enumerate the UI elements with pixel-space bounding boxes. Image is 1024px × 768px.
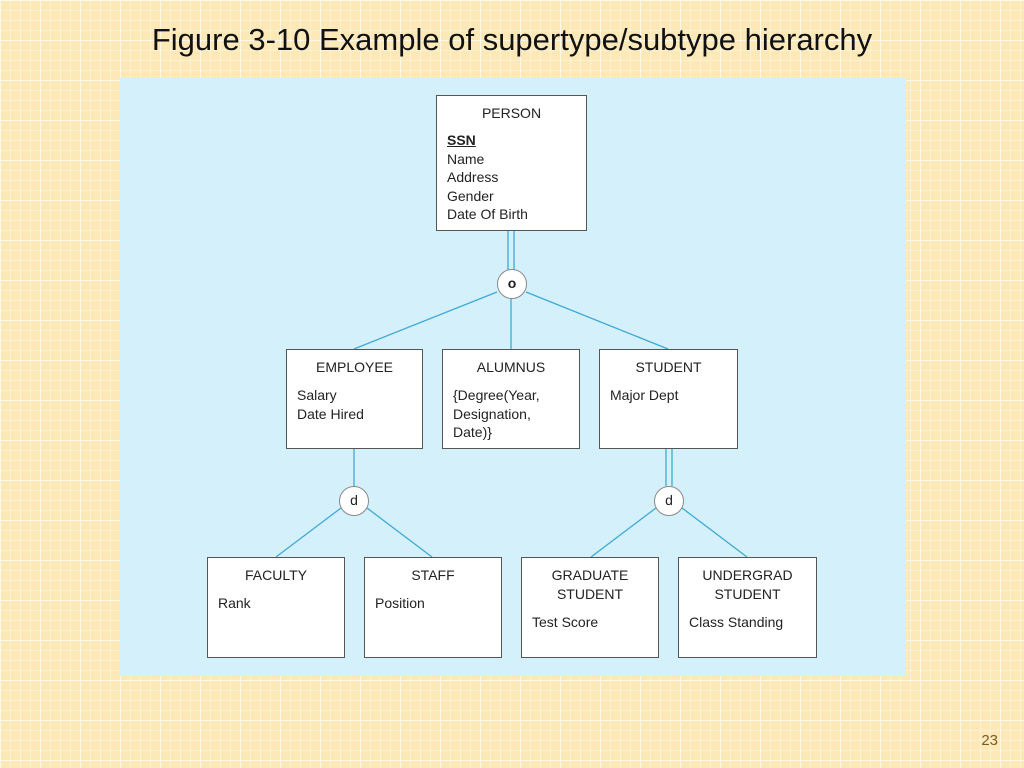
entity-student: STUDENT Major Dept bbox=[599, 349, 738, 449]
attribute-salary: Salary bbox=[297, 387, 337, 403]
attribute-class-standing: Class Standing bbox=[689, 614, 784, 630]
overlap-to-student-line bbox=[525, 291, 669, 350]
attribute-major-dept: Major Dept bbox=[610, 387, 679, 403]
attribute-gender: Gender bbox=[447, 187, 494, 204]
student-d-to-undergrad-line bbox=[681, 507, 748, 558]
page-number: 23 bbox=[981, 732, 998, 749]
overlap-to-employee-line bbox=[353, 291, 498, 350]
attribute-rank: Rank bbox=[218, 595, 251, 611]
entity-faculty: FACULTY Rank bbox=[207, 557, 345, 658]
attribute-address: Address bbox=[447, 169, 499, 185]
entity-name: PERSON bbox=[481, 105, 542, 121]
disjoint-symbol-student: d bbox=[654, 486, 684, 516]
entity-employee: EMPLOYEE Salary Date Hired bbox=[286, 349, 423, 449]
attribute-ssn: SSN bbox=[447, 132, 476, 148]
student-d-to-grad-line bbox=[590, 507, 657, 558]
attribute-date: Date)} bbox=[453, 424, 492, 440]
entity-name-line-1: GRADUATE bbox=[551, 567, 629, 583]
entity-name-line-2: STUDENT bbox=[714, 586, 781, 602]
entity-staff: STAFF Position bbox=[364, 557, 502, 658]
entity-name-line-2: STUDENT bbox=[556, 586, 624, 602]
slide-title: Figure 3-10 Example of supertype/subtype… bbox=[151, 22, 873, 57]
entity-alumnus: ALUMNUS {Degree(Year, Designation, Date)… bbox=[442, 349, 580, 449]
entity-undergrad-student: UNDERGRAD STUDENT Class Standing bbox=[678, 557, 817, 658]
entity-person: PERSON SSN Name Address Gender Date Of B… bbox=[436, 95, 587, 231]
entity-name: FACULTY bbox=[245, 567, 307, 583]
attribute-designation: Designation, bbox=[453, 405, 531, 422]
overlap-symbol: o bbox=[497, 269, 527, 299]
attribute-degree: {Degree(Year, bbox=[453, 387, 540, 403]
attribute-name: Name bbox=[447, 150, 485, 167]
employee-d-to-faculty-line bbox=[275, 507, 342, 558]
entity-name: ALUMNUS bbox=[476, 359, 546, 375]
attribute-test-score: Test Score bbox=[532, 614, 599, 630]
attribute-date-of-birth: Date Of Birth bbox=[447, 206, 528, 222]
attribute-date-hired: Date Hired bbox=[297, 405, 364, 422]
entity-name: STAFF bbox=[411, 567, 455, 583]
entity-name: EMPLOYEE bbox=[315, 359, 394, 375]
disjoint-symbol-employee: d bbox=[339, 486, 369, 516]
attribute-position: Position bbox=[375, 595, 425, 611]
entity-name-line-1: UNDERGRAD bbox=[702, 567, 793, 583]
entity-name: STUDENT bbox=[635, 359, 702, 375]
employee-d-to-staff-line bbox=[366, 507, 433, 558]
entity-graduate-student: GRADUATE STUDENT Test Score bbox=[521, 557, 659, 658]
